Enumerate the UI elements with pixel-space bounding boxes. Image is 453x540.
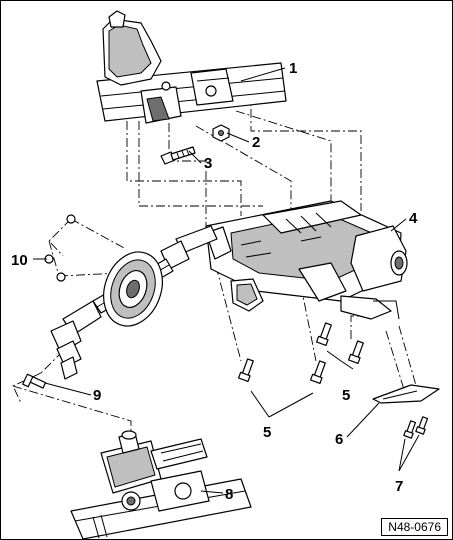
callout-8: 8 xyxy=(225,486,233,503)
callout-5-upper: 5 xyxy=(342,387,350,404)
callout-9: 9 xyxy=(93,387,101,404)
seal-nuts xyxy=(44,214,76,282)
leader-lines xyxy=(33,67,420,494)
callout-2: 2 xyxy=(252,134,260,151)
column-bolts xyxy=(237,322,364,385)
figure-reference-code: N48-0676 xyxy=(381,518,448,536)
callout-6: 6 xyxy=(335,431,343,448)
plate-screws xyxy=(403,416,429,439)
callouts: 1 2 3 4 5 5 6 7 8 9 10 xyxy=(11,60,418,503)
callout-7: 7 xyxy=(395,478,403,495)
cover-plate xyxy=(372,384,440,404)
nut xyxy=(212,124,230,142)
steering-column xyxy=(205,200,408,320)
callout-5-lower: 5 xyxy=(263,424,271,441)
clamp-bolt xyxy=(22,373,47,389)
callout-10: 10 xyxy=(11,252,28,269)
steering-gear xyxy=(70,430,252,539)
footwell-seal xyxy=(103,251,163,327)
callout-4: 4 xyxy=(409,210,418,227)
crossmember-bracket xyxy=(96,10,287,124)
callout-1: 1 xyxy=(289,60,297,77)
bolt xyxy=(160,146,196,165)
callout-3: 3 xyxy=(204,155,212,172)
